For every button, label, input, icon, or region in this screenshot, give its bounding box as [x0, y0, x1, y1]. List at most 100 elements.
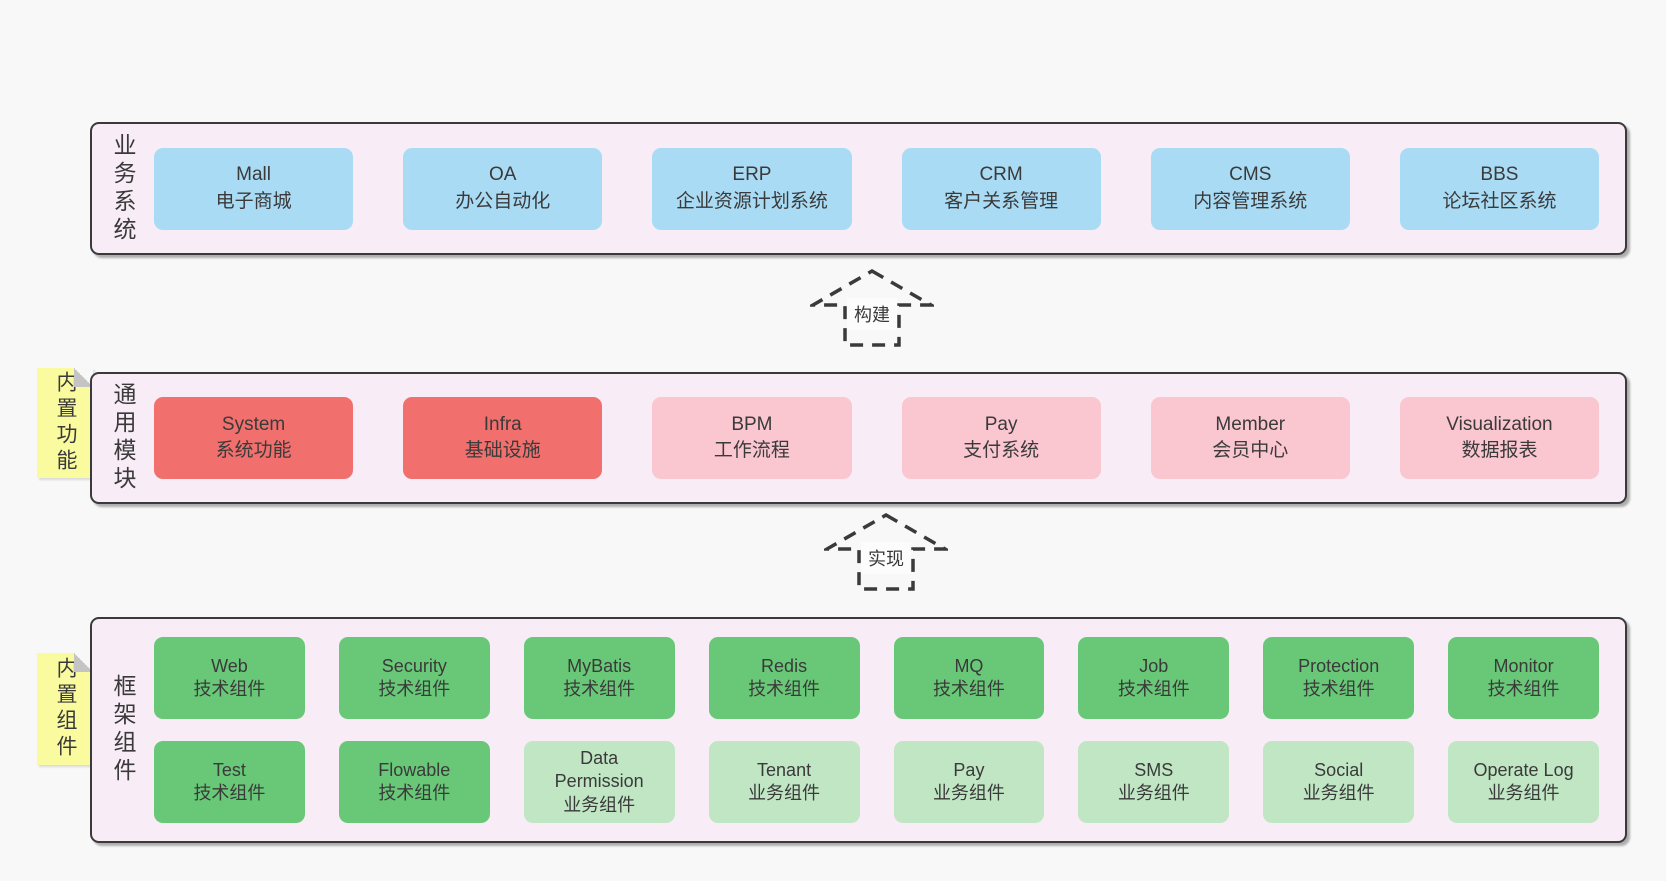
box-title: BPM	[731, 413, 773, 435]
box-subtitle: 系统功能	[215, 440, 292, 461]
implement-arrow-label: 实现	[861, 542, 911, 574]
section-modules-label: 通用模块	[110, 382, 136, 494]
box-subtitle: 业务组件	[1302, 783, 1375, 803]
box-mq: MQ 技术组件	[893, 637, 1045, 719]
box-title: Security	[381, 655, 447, 676]
box-subtitle: 技术组件	[1302, 679, 1375, 699]
box-job: Job 技术组件	[1078, 637, 1230, 719]
box-subtitle: 业务组件	[1487, 783, 1560, 803]
box-subtitle: 客户关系管理	[944, 190, 1059, 212]
section-business-label-wrap: 业务系统	[92, 124, 154, 253]
box-subtitle: 办公自动化	[455, 190, 551, 212]
box-title: BBS	[1480, 164, 1519, 186]
framework-row-1: Web 技术组件 Security 技术组件 MyBatis 技术组件 Redi…	[154, 637, 1599, 719]
box-sms: SMS 业务组件	[1078, 741, 1230, 823]
box-flowable: Flowable 技术组件	[338, 741, 490, 823]
framework-row-2: Test 技术组件 Flowable 技术组件 Data Permission …	[154, 741, 1599, 823]
box-title: OA	[489, 164, 517, 186]
dashed-up-arrow-icon	[810, 268, 934, 347]
box-subtitle: 数据报表	[1461, 440, 1538, 461]
box-pay: Pay 支付系统	[901, 397, 1101, 479]
box-title: MyBatis	[567, 655, 632, 676]
box-subtitle: 技术组件	[1487, 679, 1560, 699]
build-arrow-label: 构建	[847, 298, 897, 330]
box-pay-biz: Pay 业务组件	[893, 741, 1045, 823]
implement-arrow: 实现	[824, 512, 948, 592]
box-subtitle: 技术组件	[932, 679, 1005, 699]
dashed-up-arrow-icon	[824, 512, 948, 591]
box-title: Operate Log	[1473, 759, 1574, 780]
box-crm: CRM 客户关系管理	[901, 147, 1101, 230]
box-subtitle: 电子商城	[215, 190, 292, 212]
sticky-note-built-in-features: 内置功能	[37, 368, 93, 478]
box-subtitle: 技术组件	[378, 679, 451, 699]
box-title: Test	[212, 759, 246, 780]
box-title: System	[221, 413, 286, 435]
box-title: Flowable	[378, 759, 451, 780]
box-erp: ERP 企业资源计划系统	[652, 147, 852, 230]
box-visualization: Visualization 数据报表	[1399, 397, 1600, 479]
framework-rows: Web 技术组件 Security 技术组件 MyBatis 技术组件 Redi…	[154, 619, 1625, 841]
box-subtitle: 支付系统	[963, 440, 1040, 461]
box-subtitle: 技术组件	[193, 783, 266, 803]
box-infra: Infra 基础设施	[403, 397, 603, 479]
section-common-modules: 通用模块 System 系统功能 Infra 基础设施 BPM 工作流程 Pay…	[90, 372, 1627, 504]
box-mall: Mall 电子商城	[154, 147, 354, 230]
box-title: Monitor	[1493, 655, 1554, 676]
box-tenant: Tenant 业务组件	[708, 741, 860, 823]
box-title: Member	[1215, 413, 1286, 435]
box-web: Web 技术组件	[154, 637, 305, 719]
box-subtitle: 会员中心	[1212, 440, 1289, 461]
box-subtitle: 技术组件	[378, 783, 451, 803]
box-title: CMS	[1229, 164, 1272, 186]
box-subtitle: 技术组件	[748, 679, 821, 699]
box-title: MQ	[954, 655, 984, 676]
box-mybatis: MyBatis 技术组件	[523, 637, 675, 719]
box-bbs: BBS 论坛社区系统	[1399, 147, 1600, 230]
box-title: Infra	[483, 413, 522, 435]
box-test: Test 技术组件	[154, 741, 305, 823]
box-subtitle: 业务组件	[1117, 783, 1190, 803]
box-title: Protection	[1298, 655, 1380, 676]
section-modules-label-wrap: 通用模块	[92, 374, 154, 502]
note-fold-icon	[74, 368, 93, 387]
box-title: Job	[1139, 655, 1169, 676]
note-built-in-features-label: 内置功能	[54, 371, 77, 475]
box-subtitle: 技术组件	[1117, 679, 1190, 699]
box-monitor: Monitor 技术组件	[1448, 637, 1599, 719]
build-arrow: 构建	[810, 268, 934, 348]
note-built-in-components-label: 内置组件	[54, 657, 77, 761]
box-title: Tenant	[757, 759, 812, 780]
box-title: CRM	[979, 164, 1023, 186]
section-framework-label-wrap: 框架组件	[92, 619, 154, 841]
box-operate-log: Operate Log 业务组件	[1448, 741, 1599, 823]
note-fold-icon	[74, 653, 93, 672]
box-subtitle: 技术组件	[193, 679, 266, 699]
section-business-label: 业务系统	[110, 132, 136, 245]
sticky-note-built-in-components: 内置组件	[37, 653, 93, 765]
box-cms: CMS 内容管理系统	[1150, 147, 1350, 230]
box-subtitle: 技术组件	[563, 679, 636, 699]
box-subtitle: 内容管理系统	[1193, 190, 1308, 212]
box-subtitle: 业务组件	[748, 783, 821, 803]
box-system: System 系统功能	[154, 397, 354, 479]
box-title: Pay	[953, 759, 985, 780]
section-framework-components: 框架组件 Web 技术组件 Security 技术组件 MyBatis 技术组件…	[90, 617, 1627, 843]
box-title: Mall	[236, 164, 271, 186]
box-subtitle: 论坛社区系统	[1442, 190, 1557, 212]
business-box-row: Mall 电子商城 OA 办公自动化 ERP 企业资源计划系统 CRM 客户关系…	[154, 124, 1625, 253]
box-title: Social	[1314, 759, 1364, 780]
box-data-permission: Data Permission 业务组件	[523, 741, 675, 823]
box-subtitle: 企业资源计划系统	[675, 190, 828, 212]
box-title: ERP	[732, 164, 772, 186]
box-social: Social 业务组件	[1263, 741, 1415, 823]
box-security: Security 技术组件	[338, 637, 490, 719]
box-member: Member 会员中心	[1150, 397, 1350, 479]
box-subtitle: 业务组件	[563, 794, 636, 815]
box-title: Visualization	[1446, 413, 1553, 435]
box-title: Pay	[984, 413, 1018, 435]
section-framework-label: 框架组件	[110, 674, 136, 786]
box-bpm: BPM 工作流程	[652, 397, 852, 479]
box-title: Data Permission	[554, 747, 644, 792]
